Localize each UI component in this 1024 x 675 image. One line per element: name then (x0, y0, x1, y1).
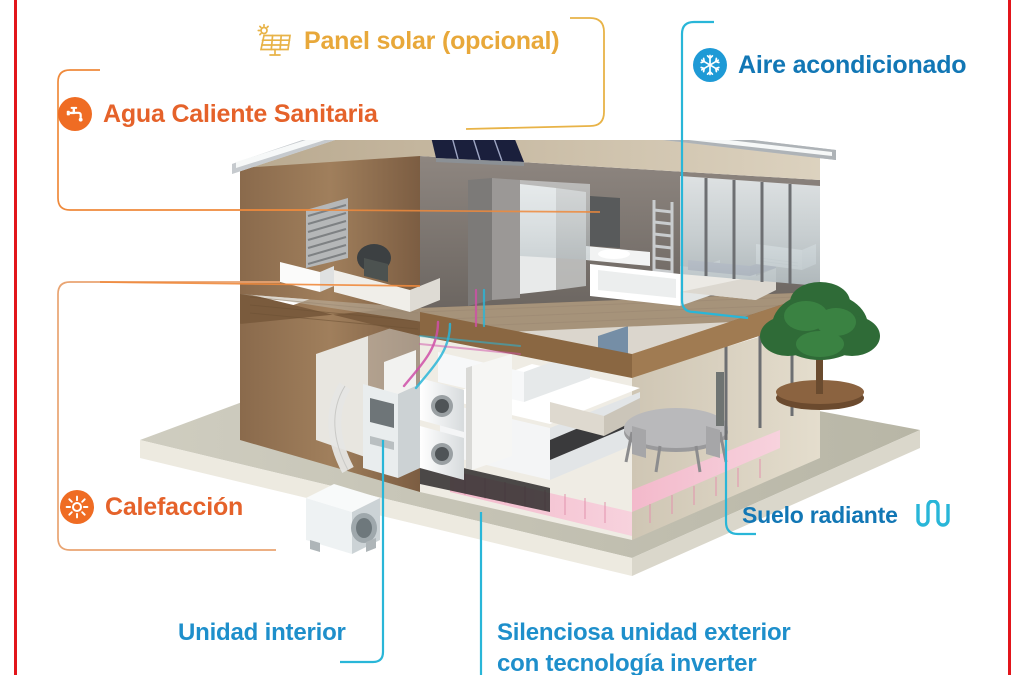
label-calefaccion: Calefacción (60, 490, 243, 524)
page-rule-left (14, 0, 17, 675)
sun-icon (60, 490, 94, 524)
faucet-icon (58, 97, 92, 131)
label-text: Suelo radiante (742, 501, 898, 528)
label-text: Agua Caliente Sanitaria (103, 99, 378, 128)
label-text-line2: con tecnología inverter (497, 650, 757, 675)
solar-panel-roof (431, 140, 524, 166)
label-unidad-interior: Unidad interior (178, 619, 346, 647)
ground-floor-living (420, 288, 822, 540)
solar-panel-icon (255, 24, 293, 58)
label-text: Panel solar (opcional) (304, 26, 560, 55)
cutaway-house-illustration (120, 140, 940, 600)
first-floor-edge (420, 292, 820, 378)
label-agua-caliente-sanitaria: Agua Caliente Sanitaria (58, 97, 378, 131)
pipe-network (402, 288, 521, 390)
garden-tree (760, 282, 880, 410)
label-panel-solar: Panel solar (opcional) (255, 24, 560, 58)
radiant-coil-icon (914, 500, 952, 530)
label-text: Unidad interior (178, 619, 346, 646)
label-aire-acondicionado: Aire acondicionado (693, 48, 967, 82)
label-text-line1: Silenciosa unidad exterior (497, 619, 791, 646)
snowflake-icon (693, 48, 727, 82)
label-text: Aire acondicionado (738, 50, 967, 79)
page-rule-right (1008, 0, 1011, 675)
label-suelo-radiante: Suelo radiante (742, 500, 952, 530)
label-text: Calefacción (105, 492, 244, 521)
label-unidad-exterior: Silenciosa unidad exterior con tecnologí… (497, 617, 791, 675)
